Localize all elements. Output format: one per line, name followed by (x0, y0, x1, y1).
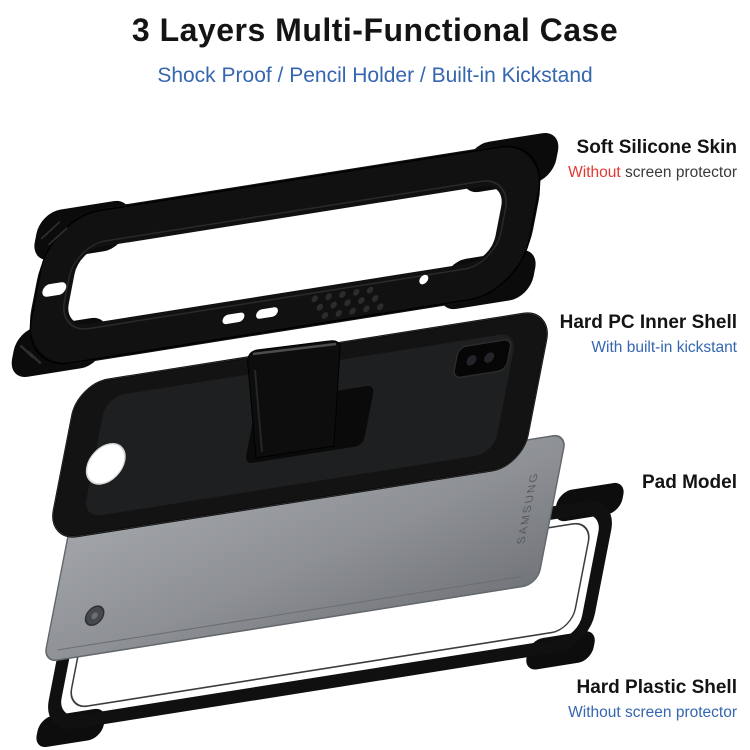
silicone-speaker-cutout (256, 307, 278, 319)
silicone-inner-edge (63, 180, 507, 330)
callout-pad-model: Pad Model (642, 471, 737, 495)
callout-desc: Without screen protector (568, 163, 737, 182)
callout-hard-pc-inner-shell: Hard PC Inner Shell With built-in kickst… (560, 311, 737, 357)
callout-desc-highlight: Without (568, 163, 621, 181)
silicone-corner-ridges (19, 221, 68, 365)
silicone-strap-hole (42, 282, 67, 297)
shell-hand-hole (85, 443, 126, 485)
silicone-grip-texture (311, 286, 384, 319)
callout-desc: With built-in kickstant (591, 338, 737, 356)
page-title: 3 Layers Multi-Functional Case (131, 12, 619, 48)
soft-silicone-skin-layer (11, 133, 559, 377)
shell-camera-cutout (453, 339, 512, 379)
kickstand (247, 340, 341, 459)
callout-desc-rest: screen protector (620, 163, 737, 181)
callout-title: Hard Plastic Shell (576, 677, 737, 698)
tablet-edge-line (57, 575, 522, 651)
silicone-mic-hole (419, 274, 429, 285)
silicone-frame-ring (30, 145, 540, 365)
callout-hard-plastic-shell: Hard Plastic Shell Without screen protec… (568, 676, 737, 722)
callout-desc: Without screen protector (568, 703, 737, 721)
kickstand-top-edge (252, 342, 337, 356)
tablet-camera-lens (91, 612, 98, 620)
callout-title: Pad Model (641, 472, 737, 493)
shell-camera-hole (484, 352, 495, 363)
kickstand-flap (247, 340, 341, 459)
shell-camera-hole (466, 355, 477, 366)
callout-soft-silicone-skin: Soft Silicone Skin Without screen protec… (568, 136, 737, 182)
callout-title: Soft Silicone Skin (576, 137, 737, 158)
page-subtitle: Shock Proof / Pencil Holder / Built-in K… (157, 64, 593, 87)
silicone-speaker-cutout (222, 312, 245, 325)
kickstand-side-edge (254, 369, 263, 453)
silicone-outer-edge (29, 145, 541, 365)
callout-title: Hard PC Inner Shell (559, 312, 737, 333)
